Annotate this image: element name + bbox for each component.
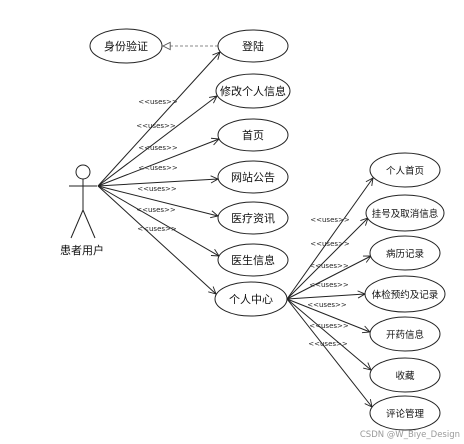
association-center-medical-records [286,256,371,300]
stereotype-main-1: <<uses>> [136,122,176,130]
use-case-checkup-ellipse [364,275,446,313]
stereotype-main-5: <<uses>> [136,206,176,214]
stereotype-main-6: <<uses>> [137,225,177,233]
use-case-personal-home-label: 个人首页 [386,165,424,177]
association-actor-personal-center [97,185,216,294]
stereotype-main-0: <<uses>> [138,98,178,106]
use-case-registration-label: 挂号及取消信息 [372,208,439,220]
use-case-personal-center-label: 个人中心 [229,293,273,306]
use-case-comments[interactable]: 评论管理 [369,395,441,431]
use-case-doctor-info[interactable]: 医生信息 [217,243,289,277]
association-center-registration [286,218,368,300]
use-case-registration-ellipse [365,194,445,232]
stereotype-sub-0: <<uses>> [310,216,350,224]
use-case-favorites-label: 收藏 [395,370,415,382]
association-lines [97,46,373,407]
use-case-checkup-label: 体检预约及记录 [372,289,439,301]
association-center-personal-home [286,178,373,300]
use-case-home-label: 首页 [242,128,264,142]
association-center-checkup [286,294,365,300]
use-case-doctor-info-label: 医生信息 [231,253,275,267]
use-case-login-ellipse [217,29,289,63]
use-case-home-ellipse [217,118,289,152]
use-case-personal-center[interactable]: 个人中心 [214,281,288,317]
use-case-auth-ellipse [89,28,163,64]
stereotype-sub-5: <<uses>> [309,322,349,330]
stereotype-sub-3: <<uses>> [309,281,349,289]
actor-left-leg [70,209,84,239]
use-case-login-label: 登陆 [242,39,264,53]
association-actor-edit-profile [97,96,217,187]
use-case-medical-news-label: 医疗资讯 [231,211,275,225]
use-case-comments-ellipse [369,395,441,431]
actor-patient-user[interactable]: 患者用户 [60,164,104,257]
use-case-comments-label: 评论管理 [386,408,425,420]
use-case-login[interactable]: 登陆 [217,29,289,63]
actor-label: 患者用户 [60,243,104,257]
association-actor-medical-news [97,185,218,216]
association-center-comments [286,298,372,407]
watermark: CSDN @W_Biye_Design [360,430,460,440]
actor-right-leg [82,209,96,239]
use-case-prescription-label: 开药信息 [386,329,424,341]
association-actor-announcements [97,179,218,187]
association-center-prescription [286,298,370,332]
use-case-doctor-info-ellipse [217,243,289,277]
use-case-medical-news-ellipse [217,201,289,235]
use-case-home[interactable]: 首页 [217,118,289,152]
stereotype-sub-4: <<uses>> [307,301,347,309]
use-case-edit-profile-label: 修改个人信息 [220,84,286,98]
use-case-personal-home[interactable]: 个人首页 [369,152,441,188]
use-case-medical-records[interactable]: 病历记录 [369,235,441,271]
use-case-auth[interactable]: 身份验证 [89,28,163,64]
association-actor-doctor-info [97,185,219,256]
use-case-edit-profile-ellipse [215,73,291,109]
use-case-announcements-label: 网站公告 [231,170,275,184]
association-center-favorites [286,298,371,370]
use-case-prescription[interactable]: 开药信息 [369,316,441,352]
association-actor-login [97,52,220,187]
use-case-edit-profile[interactable]: 修改个人信息 [215,73,291,109]
stereotype-main-4: <<uses>> [137,185,177,193]
use-case-favorites-ellipse [369,357,441,393]
stereotype-labels: <<uses>> <<uses>> <<uses>> <<uses>> <<uses>>… [136,98,350,348]
stereotype-main-3: <<uses>> [138,164,178,172]
stereotype-sub-6: <<uses>> [308,340,348,348]
use-case-medical-news[interactable]: 医疗资讯 [217,201,289,235]
use-case-personal-home-ellipse [369,152,441,188]
use-case-medical-records-label: 病历记录 [386,248,425,260]
use-case-personal-center-ellipse [214,281,288,317]
use-case-announcements[interactable]: 网站公告 [217,160,289,194]
actor-head [75,164,91,180]
use-case-favorites[interactable]: 收藏 [369,357,441,393]
use-case-prescription-ellipse [369,316,441,352]
stereotype-sub-1: <<uses>> [310,240,350,248]
use-case-registration[interactable]: 挂号及取消信息 [365,194,445,232]
use-case-announcements-ellipse [217,160,289,194]
stereotype-sub-2: <<uses>> [309,262,349,270]
use-case-checkup[interactable]: 体检预约及记录 [364,275,446,313]
stereotype-main-2: <<uses>> [138,144,178,152]
association-actor-home [97,139,219,187]
use-case-medical-records-ellipse [369,235,441,271]
use-case-auth-label: 身份验证 [104,39,148,53]
